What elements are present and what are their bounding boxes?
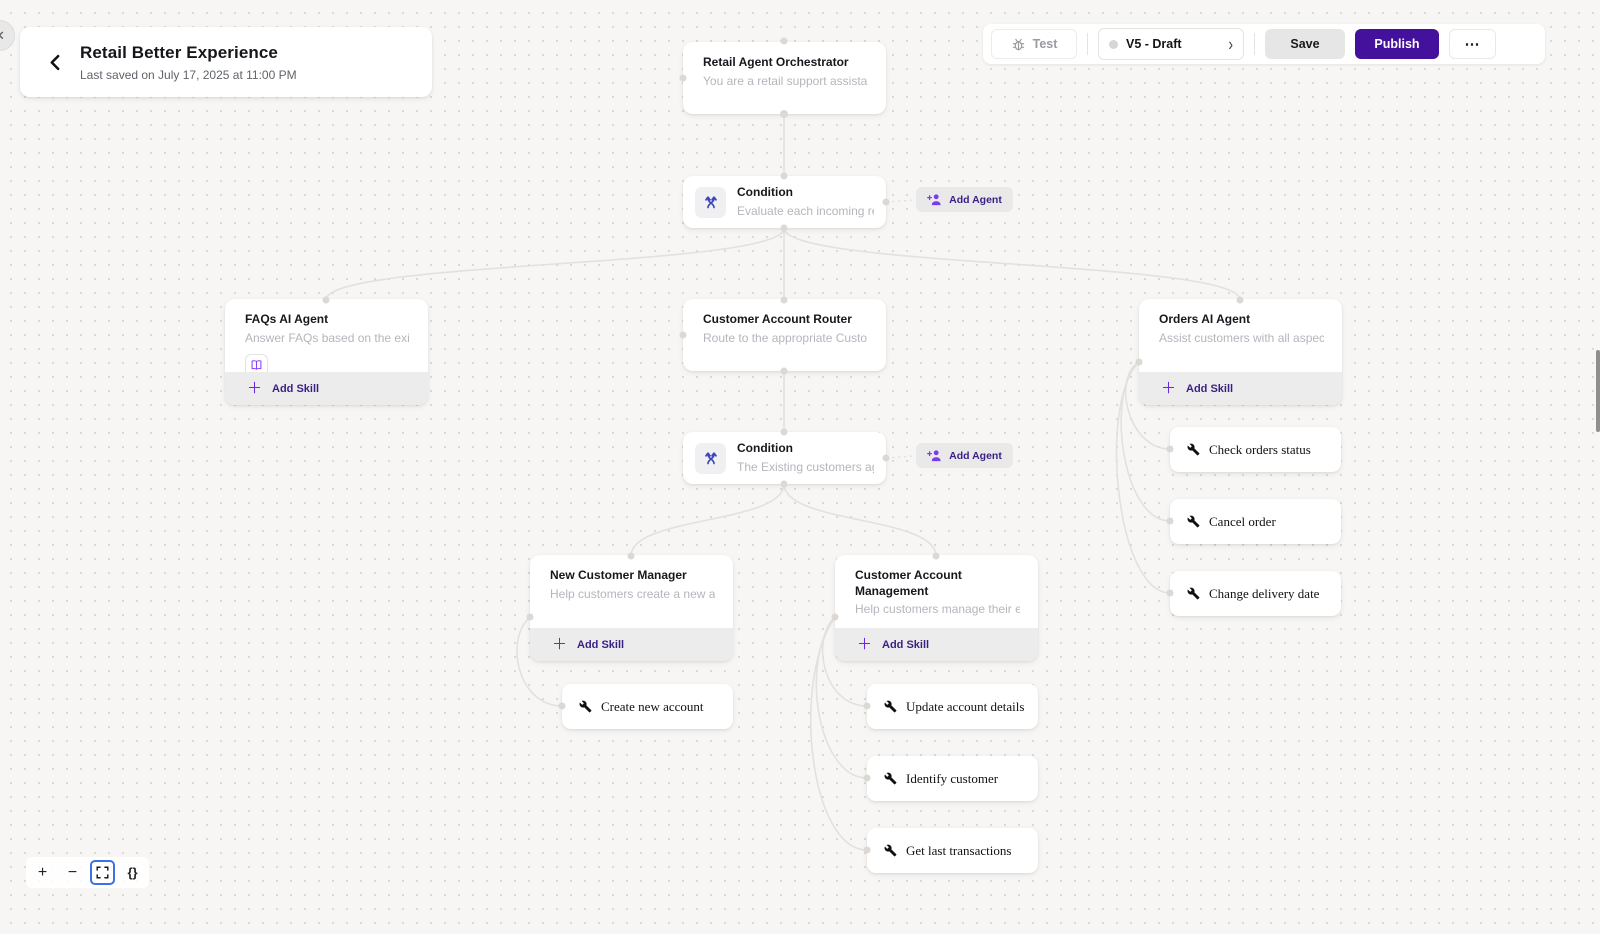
plus-icon: ＋	[1161, 380, 1177, 397]
node-condition-1[interactable]: Condition Evaluate each incoming req...	[683, 176, 886, 228]
wrench-icon	[1187, 587, 1200, 600]
node-subtitle: Help customers create a new ac...	[550, 586, 715, 601]
skill-update-account-details[interactable]: Update account details	[867, 684, 1038, 729]
add-agent-label: Add Agent	[949, 449, 1002, 462]
add-skill-label: Add Skill	[882, 638, 930, 651]
node-title: Retail Agent Orchestrator	[703, 55, 849, 69]
version-label: V5 - Draft	[1126, 37, 1182, 51]
wrench-icon	[884, 844, 897, 857]
overflow-menu-icon: ⋯	[1464, 36, 1481, 53]
wrench-icon	[884, 772, 897, 785]
person-plus-icon	[927, 194, 941, 206]
add-skill-label: Add Skill	[272, 382, 320, 395]
skill-label: Identify customer	[906, 770, 999, 786]
toolbar-divider	[1254, 33, 1255, 55]
add-agent-button[interactable]: Add Agent	[916, 187, 1013, 212]
add-skill-button[interactable]: ＋ Add Skill	[835, 628, 1038, 661]
version-selector[interactable]: V5 - Draft ›	[1098, 28, 1244, 60]
close-icon: ✕	[0, 28, 5, 44]
node-subtitle: The Existing customers age...	[737, 459, 874, 474]
wrench-icon	[579, 700, 592, 713]
add-skill-label: Add Skill	[577, 638, 625, 651]
node-retail-agent-orchestrator[interactable]: Retail Agent Orchestrator You are a reta…	[683, 42, 886, 114]
add-agent-button[interactable]: Add Agent	[916, 443, 1013, 468]
save-button[interactable]: Save	[1265, 29, 1345, 59]
knowledge-chip[interactable]	[245, 354, 268, 378]
skill-label: Check orders status	[1209, 441, 1311, 457]
node-title: Customer Account Management	[855, 568, 962, 598]
canvas-controls: + − {}	[26, 857, 149, 888]
skill-change-delivery-date[interactable]: Change delivery date	[1170, 571, 1341, 616]
add-skill-button[interactable]: ＋ Add Skill	[225, 372, 428, 405]
fit-view-button[interactable]	[90, 860, 115, 885]
skill-check-orders-status[interactable]: Check orders status	[1170, 427, 1341, 472]
wrench-icon	[1187, 515, 1200, 528]
add-skill-button[interactable]: ＋ Add Skill	[530, 628, 733, 661]
chevron-left-icon	[50, 54, 59, 70]
node-new-customer-manager[interactable]: New Customer Manager Help customers crea…	[530, 555, 733, 661]
node-orders-ai-agent[interactable]: Orders AI Agent Assist customers with al…	[1139, 299, 1342, 405]
node-condition-2[interactable]: Condition The Existing customers age...	[683, 432, 886, 484]
page-title: Retail Better Experience	[80, 42, 278, 62]
skill-label: Change delivery date	[1209, 585, 1320, 601]
node-subtitle: You are a retail support assistan...	[703, 73, 868, 88]
wrench-icon	[1187, 443, 1200, 456]
publish-button[interactable]: Publish	[1355, 29, 1439, 59]
node-customer-account-router[interactable]: Customer Account Router Route to the app…	[683, 299, 886, 371]
fit-view-icon	[96, 866, 109, 879]
plus-icon: ＋	[552, 636, 568, 653]
top-toolbar: Test V5 - Draft › Save Publish ⋯	[983, 24, 1545, 64]
close-panel-button[interactable]: ✕	[0, 20, 15, 51]
node-title: Condition	[737, 184, 793, 199]
node-subtitle: Evaluate each incoming req...	[737, 203, 874, 218]
add-skill-button[interactable]: ＋ Add Skill	[1139, 372, 1342, 405]
node-subtitle: Answer FAQs based on the exist...	[245, 330, 410, 345]
node-subtitle: Route to the appropriate Custo...	[703, 330, 868, 345]
skill-label: Cancel order	[1209, 513, 1276, 529]
bug-icon	[1012, 38, 1024, 50]
node-subtitle: Assist customers with all aspec...	[1159, 330, 1324, 345]
node-faqs-ai-agent[interactable]: FAQs AI Agent Answer FAQs based on the e…	[225, 299, 428, 405]
node-title: New Customer Manager	[550, 568, 687, 582]
condition-branch-icon	[695, 442, 726, 474]
last-saved-text: Last saved on July 17, 2025 at 11:00 PM	[80, 67, 297, 82]
skill-label: Create new account	[601, 698, 704, 714]
plus-icon: ＋	[857, 636, 873, 653]
node-title: Condition	[737, 440, 793, 455]
skill-label: Update account details	[906, 698, 1025, 714]
person-plus-icon	[927, 450, 941, 462]
skill-create-new-account[interactable]: Create new account	[562, 684, 733, 729]
node-customer-account-management[interactable]: Customer Account Management Help custome…	[835, 555, 1038, 661]
plus-icon: ＋	[247, 380, 263, 397]
chevron-right-icon: ›	[1228, 33, 1233, 55]
version-status-dot-icon	[1109, 39, 1118, 49]
skill-cancel-order[interactable]: Cancel order	[1170, 499, 1341, 544]
workflow-header-card: Retail Better Experience Last saved on J…	[20, 27, 432, 97]
zoom-out-button[interactable]: −	[67, 863, 78, 881]
test-label: Test	[1032, 37, 1058, 51]
skill-get-last-transactions[interactable]: Get last transactions	[867, 828, 1038, 873]
zoom-in-button[interactable]: +	[37, 863, 48, 881]
node-title: Customer Account Router	[703, 312, 852, 326]
more-options-button[interactable]: ⋯	[1449, 29, 1496, 59]
scrollbar-thumb[interactable]	[1596, 350, 1600, 432]
book-icon	[251, 360, 262, 370]
add-skill-label: Add Skill	[1186, 382, 1234, 395]
node-subtitle: Help customers manage their e...	[855, 602, 1020, 617]
toolbar-divider	[1087, 33, 1088, 55]
condition-branch-icon	[695, 186, 726, 218]
node-title: FAQs AI Agent	[245, 312, 329, 326]
test-button[interactable]: Test	[991, 29, 1077, 59]
skill-identify-customer[interactable]: Identify customer	[867, 756, 1038, 801]
node-title: Orders AI Agent	[1159, 312, 1251, 326]
back-button[interactable]	[38, 45, 72, 79]
wrench-icon	[884, 700, 897, 713]
skill-label: Get last transactions	[906, 842, 1012, 858]
code-view-button[interactable]: {}	[127, 865, 138, 880]
add-agent-label: Add Agent	[949, 193, 1002, 206]
